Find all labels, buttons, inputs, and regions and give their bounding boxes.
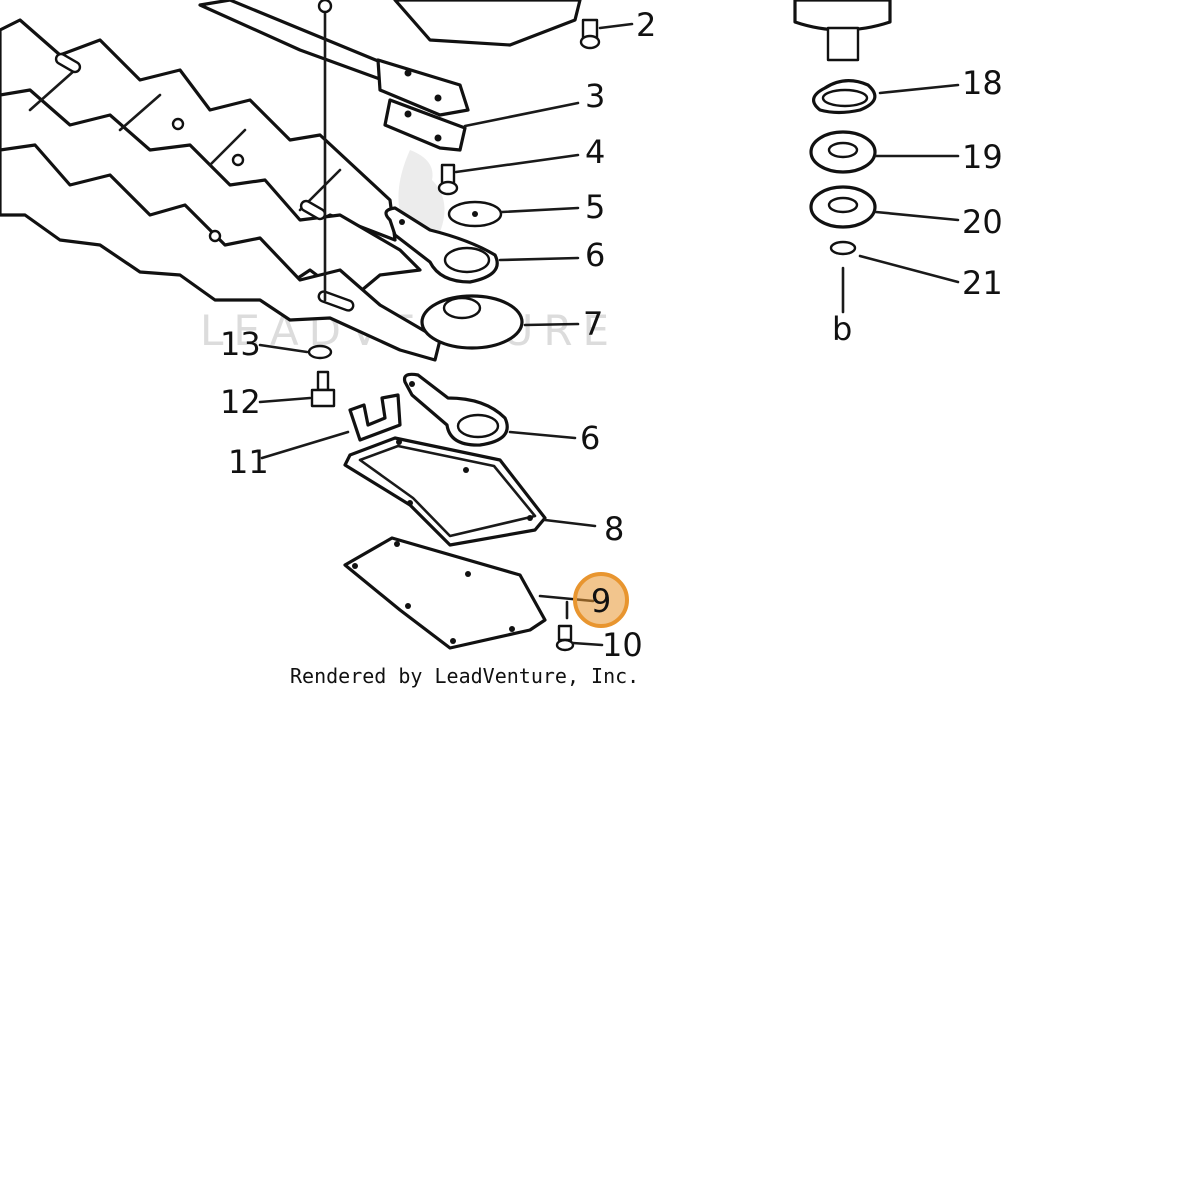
callout-10[interactable]: 10 [602,626,643,664]
callout-labels: 2 3 4 5 6 7 13 12 11 6 8 9 10 18 19 20 2… [220,6,1003,664]
callout-3[interactable]: 3 [585,77,605,115]
callout-2[interactable]: 2 [636,6,656,44]
callout-5[interactable]: 5 [585,188,605,226]
leader-lines [258,22,960,647]
callout-18[interactable]: 18 [962,64,1003,102]
right-stack-parts [793,0,892,314]
callout-8[interactable]: 8 [604,510,624,548]
callout-b[interactable]: b [832,310,852,348]
callout-12[interactable]: 12 [220,383,261,421]
credit-text: Rendered by LeadVenture, Inc. [290,664,639,688]
callout-9[interactable]: 9 [591,582,611,620]
gearbox-parts [307,18,601,447]
callout-21[interactable]: 21 [962,264,1003,302]
callout-19[interactable]: 19 [962,138,1003,176]
gaskets [343,436,575,652]
callout-9-highlight [573,572,629,628]
callout-4[interactable]: 4 [585,133,605,171]
blade-assembly [0,0,582,362]
callout-7[interactable]: 7 [583,305,603,343]
callout-6-lower[interactable]: 6 [580,419,600,457]
callout-20[interactable]: 20 [962,203,1003,241]
callout-6-upper[interactable]: 6 [585,236,605,274]
callout-11[interactable]: 11 [228,443,269,481]
callout-13[interactable]: 13 [220,325,261,363]
